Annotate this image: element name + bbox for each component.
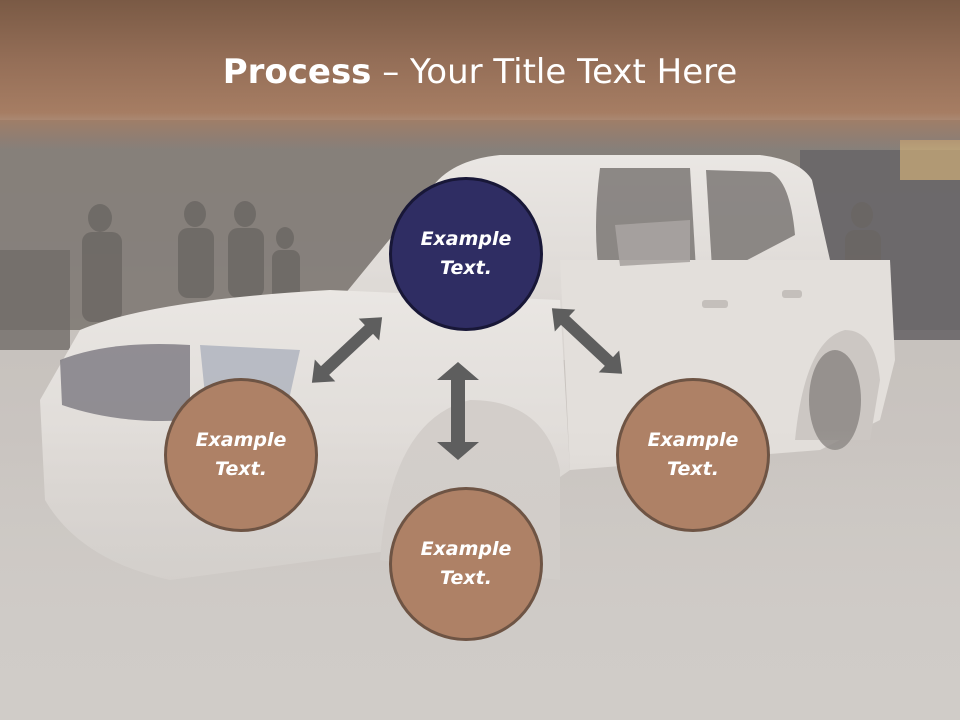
node-left-text: Example Text.	[195, 429, 287, 480]
slide-title: Process – Your Title Text Here	[0, 52, 960, 92]
node-bottom-text: Example Text.	[420, 538, 512, 589]
arrow-center-right	[551, 308, 623, 374]
process-node-bottom: Example Text.	[389, 487, 543, 641]
arrow-center-left	[311, 317, 383, 383]
arrow-center-bottom	[437, 362, 479, 460]
node-right-text: Example Text.	[647, 429, 739, 480]
node-center-text: Example Text.	[420, 228, 512, 279]
process-node-right: Example Text.	[616, 378, 770, 532]
process-node-left: Example Text.	[164, 378, 318, 532]
process-node-center: Example Text.	[389, 177, 543, 331]
title-bar	[0, 0, 960, 150]
title-bold: Process	[222, 52, 372, 92]
title-rest: – Your Title Text Here	[371, 52, 738, 92]
